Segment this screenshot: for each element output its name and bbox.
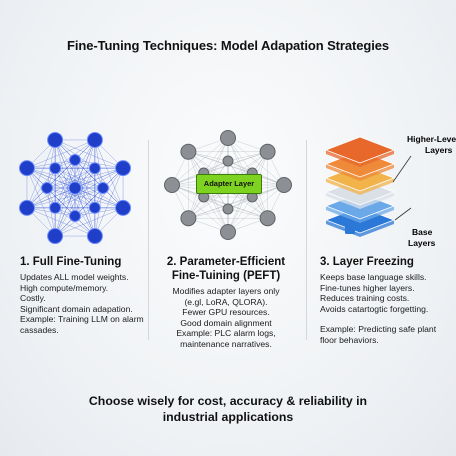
network-node xyxy=(41,182,53,194)
network-node xyxy=(115,199,132,216)
network-node xyxy=(49,162,62,175)
column-line: High compute/memory. xyxy=(20,282,109,293)
base-layers-label: Base xyxy=(412,227,433,237)
footer-message: Choose wisely for cost, accuracy & relia… xyxy=(0,393,456,425)
network-node xyxy=(180,210,197,227)
network-node xyxy=(88,162,101,175)
network-node xyxy=(222,155,234,167)
column-line: Modifies adapter layers only xyxy=(172,286,280,296)
network-node xyxy=(115,160,132,177)
column-line: Good domain alignment xyxy=(180,317,272,328)
network-node xyxy=(220,130,236,146)
divider-right xyxy=(306,140,307,340)
column-line: Example: PLC alarm logs, maintenance nar… xyxy=(176,328,276,349)
base-layers-label-2: Layers xyxy=(408,238,436,248)
adapter-layer-box: Adapter Layer xyxy=(196,174,262,194)
column-layer-freezing: 3. Layer Freezing Keeps base language sk… xyxy=(320,255,452,346)
column-line: Fine-tunes higher layers. xyxy=(320,282,415,293)
page-title: Fine-Tuning Techniques: Model Adapation … xyxy=(67,38,389,53)
stack-layer-side xyxy=(326,220,394,237)
network-node xyxy=(68,181,82,195)
network-node xyxy=(18,160,35,177)
column-line: Costly. xyxy=(20,293,46,304)
stack-layer-side xyxy=(326,192,394,209)
column-line: (e.gl, LoRA, QLORA). xyxy=(184,296,268,307)
column-line: Example: Training LLM on alarm cassades. xyxy=(20,314,144,335)
network-node xyxy=(97,182,109,194)
network-node xyxy=(49,201,62,214)
column-heading: 2. Parameter-Efficient xyxy=(166,256,286,268)
footer-line-2: industrial applications xyxy=(162,410,294,424)
column-example: Example: Predicting safe plant floor beh… xyxy=(320,324,437,345)
network-node xyxy=(180,143,197,160)
full-network-icon xyxy=(18,131,132,245)
column-line: Updates ALL model weights. xyxy=(20,272,129,282)
network-node xyxy=(220,224,236,240)
layer-stack-icon: Higher-Level Layers Base Layers xyxy=(324,134,456,248)
network-node xyxy=(164,177,180,193)
network-node xyxy=(88,201,101,214)
network-node xyxy=(69,210,81,222)
network-node xyxy=(222,203,234,215)
network-node xyxy=(259,210,276,227)
column-line: Significant domain adapation. xyxy=(20,303,133,314)
network-node xyxy=(69,154,81,166)
network-node xyxy=(86,228,103,245)
stack-layer-side xyxy=(326,150,394,167)
stack-layer-side xyxy=(326,164,394,181)
higher-layers-label: Higher-Level xyxy=(407,134,456,144)
column-line: Reduces training costs. xyxy=(320,293,410,304)
footer-line: Choose wisely for cost, accuracy & relia… xyxy=(88,394,368,408)
lock-icon xyxy=(345,219,355,234)
network-node xyxy=(47,131,64,148)
network-node xyxy=(18,199,35,216)
divider-left xyxy=(148,140,149,340)
column-line: Avoids catartogtic forgetting. xyxy=(320,303,429,314)
network-node xyxy=(47,228,64,245)
network-node xyxy=(86,131,103,148)
column-heading: 3. Layer Freezing xyxy=(320,256,414,268)
higher-layers-label-2: Layers xyxy=(425,145,453,155)
column-line: Fewer GPU resources. xyxy=(182,307,270,318)
network-node xyxy=(259,143,276,160)
column-heading-2: Fine-Tuining (PEFT) xyxy=(171,270,281,282)
network-node xyxy=(276,177,292,193)
column-full-fine-tuning: 1. Full Fine-Tuning Updates ALL model we… xyxy=(20,255,148,336)
stack-layer xyxy=(324,136,396,164)
stack-layer-side xyxy=(326,206,394,223)
column-line: Keeps base language skills. xyxy=(320,272,427,282)
column-heading: 1. Full Fine-Tuning xyxy=(20,256,122,268)
stack-layer-side xyxy=(326,178,394,195)
